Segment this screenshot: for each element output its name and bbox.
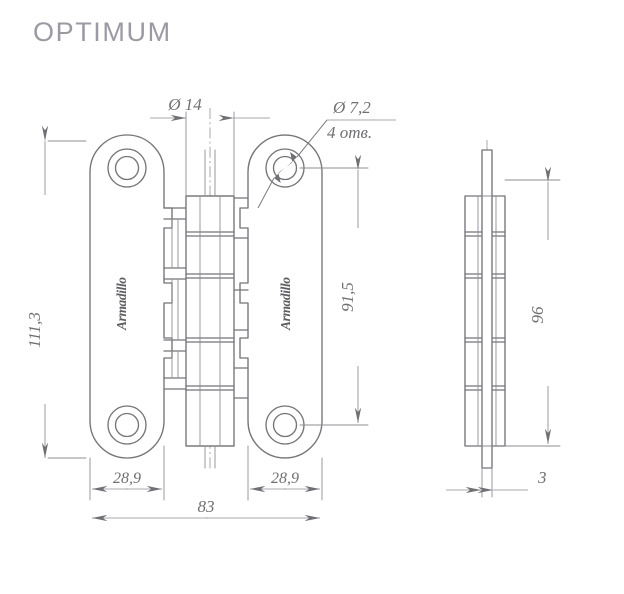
dimension-label-leaf-width-right: 28,9 (271, 470, 299, 487)
dimension-overall-width: 83 (91, 497, 321, 522)
dimension-label-pin-diameter: Ø 14 (167, 95, 202, 114)
page-title-logo: OPTIMUM (33, 17, 172, 47)
dimension-label-overall-height: 111,3 (25, 312, 44, 348)
dimension-pin-diameter: Ø 14 (150, 95, 270, 197)
hinge-leaf-left (89, 134, 173, 459)
dimension-label-hole-count: 4 отв. (327, 123, 372, 142)
dimension-hole-diameter: Ø 7,2 4 отв. (257, 98, 396, 209)
dimension-leaf-width-left: 28,9 (89, 445, 165, 501)
dimension-side-height: 96 (504, 166, 561, 447)
dimension-label-leaf-thickness: 3 (537, 468, 547, 487)
side-view: 96 3 (446, 140, 561, 498)
dimension-leaf-width-right: 28,9 (247, 445, 323, 501)
side-pin-strip (481, 149, 493, 469)
hinge-pin-knuckle-stack (185, 149, 235, 469)
screw-hole-bottom-right (265, 405, 305, 445)
screw-hole-bottom-left (107, 405, 147, 445)
dimension-hole-center-height: 91,5 (299, 154, 369, 426)
brand-label-left-leaf: Armadillo (114, 277, 129, 331)
dimension-label-side-height: 96 (528, 306, 547, 324)
dimension-leaf-thickness: 3 (446, 467, 547, 498)
dimension-overall-height: 111,3 (25, 125, 87, 459)
dimension-label-overall-width: 83 (198, 497, 215, 516)
brand-label-right-leaf: Armadillo (278, 277, 293, 331)
hinge-leaf-right (239, 134, 323, 459)
dimension-label-hole-center-height: 91,5 (338, 282, 357, 312)
dimension-label-hole-diameter: Ø 7,2 (332, 98, 371, 117)
dimension-label-leaf-width-left: 28,9 (113, 470, 141, 487)
front-view: Armadillo Armadillo Ø 14 Ø 7,2 4 отв. (25, 95, 396, 522)
screw-hole-top-left (107, 148, 147, 188)
